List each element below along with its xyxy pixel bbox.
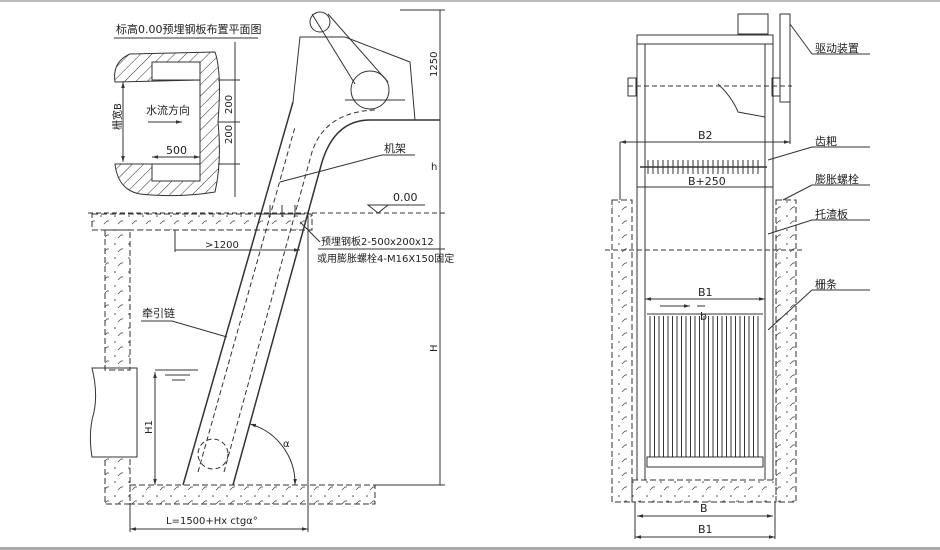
channel-floor (631, 479, 777, 503)
dim-500: 500 (166, 144, 187, 157)
embedded-plate-top (151, 61, 201, 81)
plan-view: 标高0.00预埋钢板布置平面图 栅宽B 水流方向 500 200 200 (111, 22, 262, 197)
dim-h: h (431, 162, 437, 173)
frame-label: 机架 (384, 141, 406, 155)
bottom-slab (129, 484, 376, 505)
frame-left-edge (182, 101, 294, 486)
drive-sprocket (350, 70, 390, 110)
tray-label: 托渣板 (815, 207, 848, 221)
grate-width-label: 栅宽B (111, 103, 124, 130)
length-formula: L=1500+Hx ctgα° (166, 516, 258, 527)
drive-label: 驱动装置 (815, 42, 859, 55)
dim-B1-top: B1 (698, 286, 713, 299)
right-channel-wall (775, 199, 797, 503)
left-channel-wall (611, 199, 633, 503)
bars-label: 栅条 (815, 277, 837, 291)
dim-B1-bottom: B1 (698, 523, 713, 536)
drive-plate (779, 13, 791, 103)
embedded-plate-label: 预埋钢板2-500x200x12 (321, 235, 434, 248)
front-view: 驱动装置 B2 齿耙 B+250 膨胀螺栓 托渣板 B1 b 栅条 B B1 (605, 13, 870, 539)
left-wall (104, 229, 131, 371)
screen-bars (649, 316, 759, 457)
bolt-label: 膨胀螺栓 (815, 172, 859, 186)
dim-1250: 1250 (429, 52, 440, 77)
dim-B250: B+250 (688, 175, 726, 188)
ground-slab (91, 213, 313, 231)
angle-alpha: α (283, 439, 290, 450)
dim-B: B (700, 502, 708, 515)
dim-H: H (429, 344, 440, 352)
flow-direction-label: 水流方向 (146, 103, 190, 117)
dim-B2: B2 (698, 129, 713, 142)
bottom-frame (646, 456, 764, 468)
drive-motor (737, 13, 769, 35)
rake-label: 齿耙 (815, 135, 837, 148)
chain-label: 牵引链 (142, 306, 175, 320)
dim-1200: >1200 (205, 240, 239, 251)
top-sprocket (309, 11, 331, 33)
bottom-sprocket (197, 438, 229, 470)
embedded-plate-bottom (151, 163, 201, 182)
expansion-bolt-note: 或用膨胀螺栓4-M16X150固定 (317, 252, 454, 265)
rake-teeth (647, 160, 759, 174)
dim-H1: H1 (144, 420, 155, 434)
plan-title: 标高0.00预埋钢板布置平面图 (116, 22, 262, 36)
top-beam (636, 34, 774, 45)
elevation-label: 0.00 (393, 191, 418, 204)
dim-200-b: 200 (224, 125, 235, 144)
dim-200-a: 200 (224, 95, 235, 114)
side-view: 1250 h H 0.00 机架 预埋钢板2-500x200x12 或用膨胀螺栓… (88, 9, 454, 532)
